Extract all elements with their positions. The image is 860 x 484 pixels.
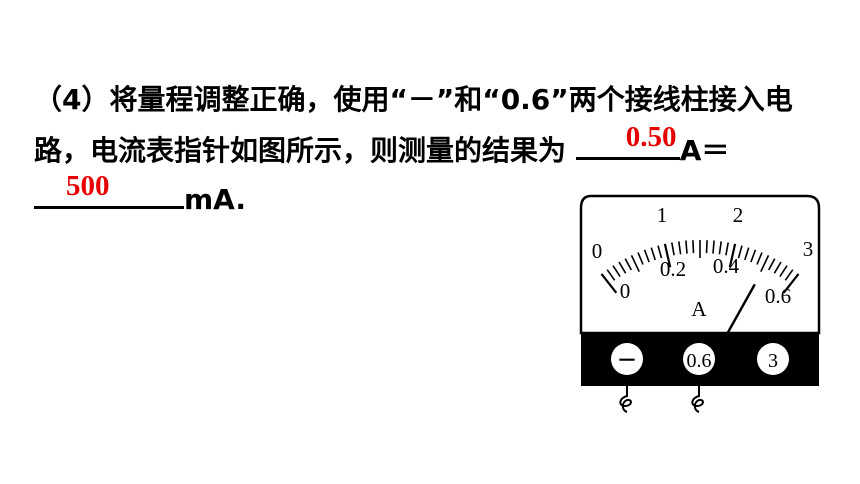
scale-tick [725, 242, 729, 256]
terminal-3[interactable] [757, 343, 789, 375]
scale-tick [705, 240, 708, 254]
scale-tick [643, 249, 650, 263]
wire-negative [619, 386, 632, 413]
scale-bottom-label-0: 0 [620, 279, 631, 303]
answer-milliamps: 500 [66, 170, 110, 202]
meter-unit-label: A [691, 297, 707, 321]
terminal-negative[interactable] [611, 343, 643, 375]
scale-tick [612, 265, 621, 278]
scale-top-label-1: 1 [657, 203, 668, 227]
scale-tick [678, 241, 682, 255]
scale-tick [600, 273, 618, 294]
scale-bottom-label-0-2: 0.2 [660, 257, 686, 281]
scale-tick [784, 269, 794, 281]
terminal-0-6[interactable] [683, 343, 715, 375]
question-line-1: （4）将量程调整正确，使用“－”和“0.6”两个接线柱接入电 [34, 83, 793, 116]
wire-0-6 [691, 386, 704, 413]
scale-tick [692, 240, 695, 254]
scale-tick [712, 240, 715, 254]
scale-tick [685, 240, 688, 254]
scale-tick [782, 273, 800, 294]
scale-tick [767, 258, 776, 271]
scale-bottom-label-0-6: 0.6 [765, 284, 791, 308]
question-line-3: 500 mA. [34, 170, 247, 220]
scale-tick [637, 252, 644, 265]
scale-tick [760, 255, 770, 273]
scale-bottom-label-0-4: 0.4 [713, 254, 740, 278]
scale-top-label-2: 2 [733, 203, 744, 227]
scale-tick [773, 261, 782, 274]
scale-tick [606, 269, 616, 281]
answer-blank-amps[interactable]: 0.50 [575, 121, 680, 160]
scale-top-label-3: 3 [803, 237, 814, 261]
terminal-0-6-label: 0.6 [687, 350, 712, 372]
scale-tick [779, 265, 788, 278]
scale-tick [744, 247, 750, 261]
answer-amps: 0.50 [625, 121, 677, 153]
scale-tick [756, 252, 763, 265]
scale-tick [737, 245, 743, 259]
scale-tick [630, 255, 640, 273]
scale-ticks [600, 240, 800, 294]
scale-tick [650, 247, 656, 261]
terminal-3-label: 3 [768, 350, 778, 372]
scale-tick [718, 241, 722, 255]
scale-tick [728, 243, 737, 268]
terminal-negative-label: － [617, 348, 637, 372]
question-line-2-text: 路，电流表指针如图所示，则测量的结果为 [34, 134, 576, 167]
scale-tick [750, 249, 757, 263]
scale-tick [657, 245, 663, 259]
scale-top-label-0: 0 [592, 239, 603, 263]
answer-blank-milliamps[interactable]: 500 [34, 170, 184, 209]
scale-tick [618, 261, 627, 274]
scale-tick [671, 242, 675, 256]
ammeter-figure: 0 1 2 3 0 0.2 0.4 0.6 A － 0.6 3 [579, 194, 821, 413]
scale-tick [663, 243, 672, 268]
scale-tick [624, 258, 633, 271]
question-line-2-unit: A＝ [679, 134, 730, 167]
question-line-3-unit: mA. [184, 183, 247, 216]
